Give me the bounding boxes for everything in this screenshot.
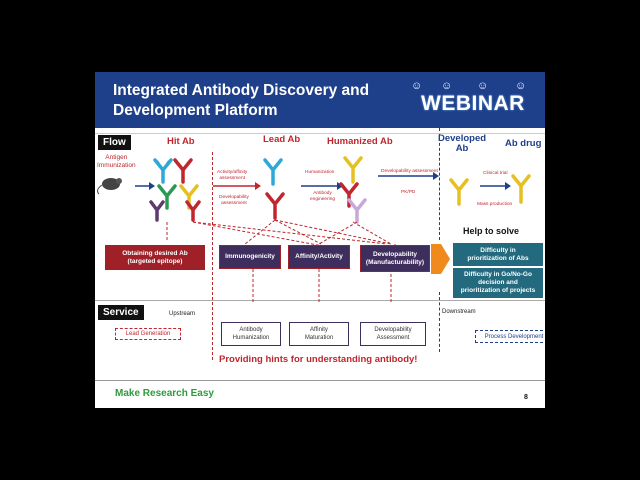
obtaining-desired-ab-box: Obtaining desired Ab (targeted epitope): [105, 245, 205, 270]
clinical-trial-text: Clinical trial: [483, 171, 508, 176]
footer-rule: [95, 380, 545, 381]
antibody-icon: [149, 200, 165, 222]
difficulty-go-no-go-box: Difficulty in Go/No-Go decision and prio…: [453, 268, 543, 298]
antibody-icon: [173, 158, 193, 184]
developability-assessment-2-text: Developability assessment: [381, 169, 438, 174]
stage-hit-ab: Hit Ab: [167, 136, 195, 147]
lead-generation-box: Lead Generation: [115, 328, 181, 340]
developability-assessment-text: Developability assessment: [219, 195, 249, 206]
mouse-icon: [97, 178, 122, 195]
antibody-icon: [265, 192, 285, 220]
connector-arrow: [318, 221, 358, 245]
slide: Integrated Antibody Discovery and Develo…: [95, 72, 545, 408]
slide-title: Integrated Antibody Discovery and Develo…: [113, 82, 370, 119]
antibody-humanization-box: Antibody Humanization: [221, 322, 281, 346]
flow-diagram: [97, 156, 531, 302]
service-top-rule: [95, 300, 545, 301]
flow-top-rule: [95, 133, 545, 134]
people-icon: ☺: [441, 80, 453, 92]
people-icon: ☺: [411, 80, 423, 92]
development-divider: [439, 128, 440, 240]
antibody-icon: [157, 184, 177, 210]
connector-arrow: [352, 221, 392, 245]
hints-text: Providing hints for understanding antibo…: [219, 354, 418, 365]
orange-chevron-icon: [431, 244, 450, 274]
connector-arrow: [244, 219, 276, 245]
antibody-icon: [263, 158, 283, 186]
antibody-engineering-text: Antibody engineering: [310, 191, 336, 202]
mass-production-text: Mass production: [477, 202, 513, 207]
antibody-icon: [185, 200, 201, 222]
slide-header: Integrated Antibody Discovery and Develo…: [95, 72, 545, 128]
footer-tagline: Make Research Easy: [115, 388, 214, 399]
pkpd-text: PK/PD: [401, 190, 416, 195]
downstream-divider: [439, 292, 440, 352]
connector-arrow: [274, 219, 322, 245]
immunogenicity-box: Immunogenicity: [219, 245, 281, 269]
antibody-icon: [343, 156, 363, 184]
developability-box: Developability (Manufacturability): [360, 245, 430, 272]
stage-developed-ab: Developed Ab: [438, 133, 487, 154]
activity-assessment-text: Activity/affinity assessment: [217, 170, 248, 181]
antigen-immunization-text: Antigen Immunization: [97, 154, 136, 169]
antibody-icon: [449, 178, 469, 206]
humanization-text: Humanization: [305, 170, 335, 175]
service-label: Service: [98, 305, 144, 320]
people-icon: ☺: [477, 80, 489, 92]
stage-lead-ab: Lead Ab: [263, 134, 301, 145]
stage-humanized-ab: Humanized Ab: [327, 136, 393, 147]
antibody-icon: [153, 158, 173, 184]
help-to-solve-title: Help to solve: [463, 226, 520, 236]
antibody-icon: [347, 198, 367, 224]
upstream-label: Upstream: [169, 311, 196, 317]
stage-ab-drug: Ab drug: [505, 138, 542, 149]
downstream-label: Downstream: [442, 309, 476, 315]
hit-lead-divider: [212, 152, 213, 360]
webinar-logo: WEBINAR: [421, 92, 525, 115]
connector-arrow: [192, 221, 388, 245]
affinity-maturation-box: Affinity Maturation: [289, 322, 349, 346]
process-development-box: Process Development: [475, 330, 545, 343]
affinity-activity-box: Affinity/Activity: [288, 245, 350, 269]
antibody-icon: [511, 174, 531, 204]
difficulty-prioritization-box: Difficulty in prioritization of Abs: [453, 243, 543, 266]
people-icon: ☺: [515, 80, 527, 92]
developability-assessment-box: Developability Assessment: [360, 322, 426, 346]
flow-label: Flow: [98, 135, 131, 150]
page-number: 8: [524, 394, 528, 401]
